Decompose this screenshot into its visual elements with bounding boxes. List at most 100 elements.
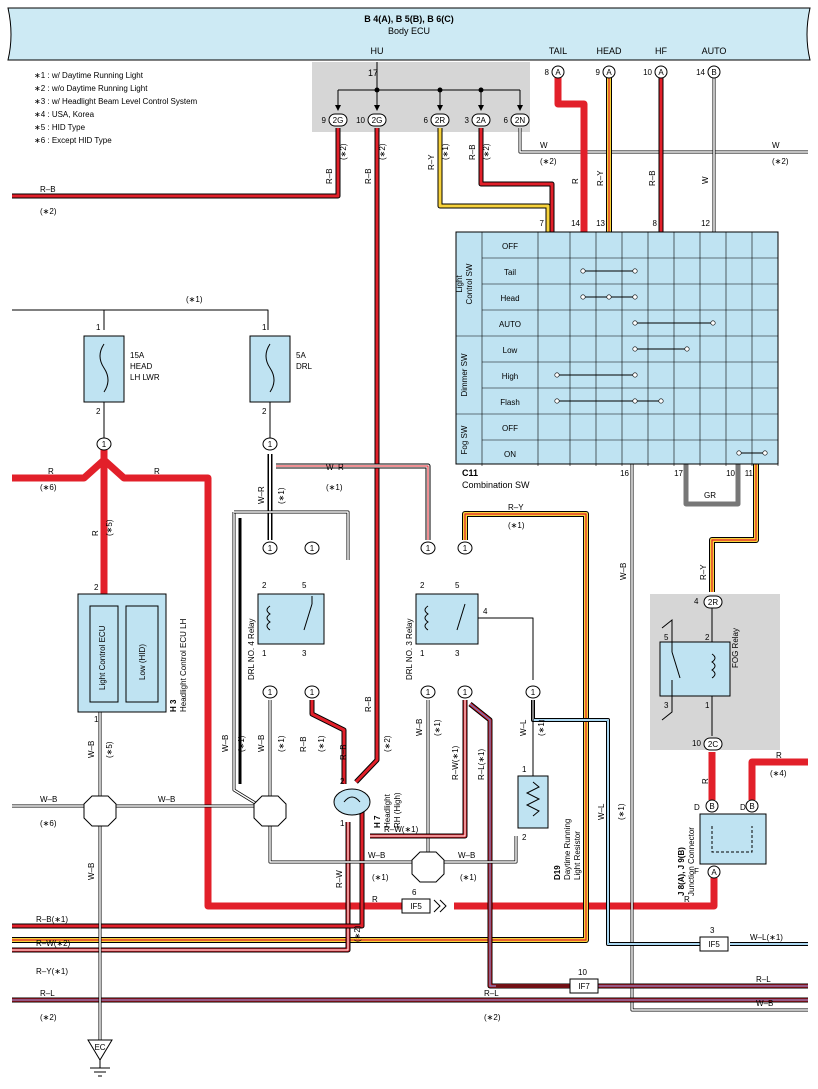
connector-pin xyxy=(420,541,436,555)
connector-pin xyxy=(262,685,278,699)
svg-text:(∗1): (∗1) xyxy=(617,803,626,820)
svg-text:R–B: R–B xyxy=(364,696,373,712)
switch-bottom-pin: 11 xyxy=(745,469,754,478)
fuse-drl: 1 2 5A DRL xyxy=(249,323,313,416)
tail-label: TAIL xyxy=(549,46,567,56)
svg-text:W–B: W–B xyxy=(458,851,475,860)
svg-text:Light Resistor: Light Resistor xyxy=(573,831,582,880)
ecu-pin-tag xyxy=(367,113,387,127)
svg-text:W–B: W–B xyxy=(40,795,57,804)
ecu-pin-tag xyxy=(471,113,491,127)
switch-code: C11 xyxy=(462,468,478,478)
drl-resistor: 1 2 D19 Daytime Running Light Resistor xyxy=(517,765,582,880)
svg-text:(∗1): (∗1) xyxy=(277,487,286,504)
svg-text:(∗4): (∗4) xyxy=(770,769,787,778)
svg-text:5: 5 xyxy=(302,581,307,590)
switch-row-label: Low xyxy=(503,346,518,355)
ecu-pin-tag-label: 2A xyxy=(476,116,486,125)
splice-if5-a: IF5 6 xyxy=(401,888,447,914)
switch-top-pin: 14 xyxy=(571,219,580,228)
svg-text:(∗1): (∗1) xyxy=(317,735,326,752)
switch-group-label: Light xyxy=(455,275,464,293)
svg-text:10: 10 xyxy=(692,739,701,748)
hf-label: HF xyxy=(655,46,667,56)
svg-text:HEAD: HEAD xyxy=(130,362,152,371)
svg-text:Headlight Control ECU LH: Headlight Control ECU LH xyxy=(179,618,188,712)
connector-pin xyxy=(96,437,112,451)
svg-text:(∗1): (∗1) xyxy=(508,521,525,530)
switch-row-label: Tail xyxy=(504,268,516,277)
svg-text:(∗2): (∗2) xyxy=(40,207,57,216)
svg-text:1: 1 xyxy=(705,701,710,710)
svg-text:W–L: W–L xyxy=(597,803,606,820)
switch-row-label: Head xyxy=(500,294,519,303)
svg-text:(∗2): (∗2) xyxy=(40,1013,57,1022)
svg-text:GR: GR xyxy=(704,491,716,500)
ecu-pin-number: 6 xyxy=(504,116,509,125)
switch-row-label: Flash xyxy=(500,398,520,407)
svg-text:W–B: W–B xyxy=(368,851,385,860)
wire-rb-h7 xyxy=(354,128,380,784)
svg-text:2: 2 xyxy=(340,777,345,786)
svg-text:D19: D19 xyxy=(553,865,562,880)
fog-relay: 5 2 3 1 4 10 FOG Relay xyxy=(650,594,780,750)
legend-item: ∗2 : w/o Daytime Running Light xyxy=(34,84,148,93)
svg-text:10: 10 xyxy=(578,968,587,977)
switch-name: Combination SW xyxy=(462,480,530,490)
legend-item: ∗4 : USA, Korea xyxy=(34,110,95,119)
connector-pin-number: 1 xyxy=(310,544,315,553)
svg-text:IF5: IF5 xyxy=(410,902,422,911)
head-label: HEAD xyxy=(596,46,622,56)
svg-text:5A: 5A xyxy=(296,351,306,360)
svg-text:RH (High): RH (High) xyxy=(393,792,402,828)
hu-label: HU xyxy=(371,46,384,56)
connector-pin-number: 1 xyxy=(310,688,315,697)
svg-text:2: 2 xyxy=(262,407,267,416)
svg-text:H 7: H 7 xyxy=(373,815,382,828)
switch-top-pin: 7 xyxy=(540,219,545,228)
svg-text:(∗1): (∗1) xyxy=(186,295,203,304)
ecu-pin-number: 9 xyxy=(596,68,601,77)
svg-text:W–B: W–B xyxy=(257,735,266,752)
svg-text:R–W(∗1): R–W(∗1) xyxy=(384,825,419,834)
connector-pin-number: 1 xyxy=(268,440,273,449)
svg-text:(∗2): (∗2) xyxy=(540,157,557,166)
ecu-pin-tag xyxy=(654,65,668,79)
svg-text:2R: 2R xyxy=(708,598,718,607)
svg-text:W–L(∗1): W–L(∗1) xyxy=(750,933,783,942)
svg-text:W–B: W–B xyxy=(87,863,96,880)
wire-ry-switch xyxy=(437,128,551,232)
ecu-pin-tag-label: 2G xyxy=(372,116,383,125)
svg-text:(∗2): (∗2) xyxy=(353,925,362,942)
svg-text:2: 2 xyxy=(262,581,267,590)
svg-text:4: 4 xyxy=(483,607,488,616)
switch-row-label: AUTO xyxy=(499,320,521,329)
svg-text:W–L: W–L xyxy=(519,719,528,736)
connector-pin xyxy=(304,685,320,699)
connector-pin-number: 1 xyxy=(102,440,107,449)
connector-pin xyxy=(525,685,541,699)
svg-text:2: 2 xyxy=(522,833,527,842)
svg-text:Light Control ECU: Light Control ECU xyxy=(98,625,107,690)
svg-text:(∗1): (∗1) xyxy=(441,143,450,160)
svg-text:W–R: W–R xyxy=(326,463,344,472)
switch-bottom-pin: 10 xyxy=(726,469,735,478)
svg-text:W: W xyxy=(540,141,548,150)
svg-text:R: R xyxy=(571,178,580,184)
svg-text:EC: EC xyxy=(94,1043,105,1052)
svg-text:Junction Connector: Junction Connector xyxy=(687,827,696,896)
drl-no4-relay: 2 5 1 3 DRL NO. 4 Relay xyxy=(247,581,325,680)
svg-text:FOG Relay: FOG Relay xyxy=(731,628,740,668)
legend-item: ∗1 : w/ Daytime Running Light xyxy=(34,71,144,80)
svg-text:W–B: W–B xyxy=(415,719,424,736)
svg-text:W: W xyxy=(701,176,710,184)
legend: ∗1 : w/ Daytime Running Light ∗2 : w/o D… xyxy=(34,71,198,145)
svg-text:R–L: R–L xyxy=(484,989,499,998)
svg-text:D: D xyxy=(740,803,746,812)
svg-text:W–B: W–B xyxy=(221,735,230,752)
headlight-control-ecu-lh: Light Control ECU Low (HID) 2 1 H 3 Head… xyxy=(77,583,188,724)
svg-text:(∗1): (∗1) xyxy=(237,735,246,752)
svg-text:R–L: R–L xyxy=(756,975,771,984)
svg-text:1: 1 xyxy=(340,819,345,828)
svg-text:R–W(∗1): R–W(∗1) xyxy=(451,745,460,780)
